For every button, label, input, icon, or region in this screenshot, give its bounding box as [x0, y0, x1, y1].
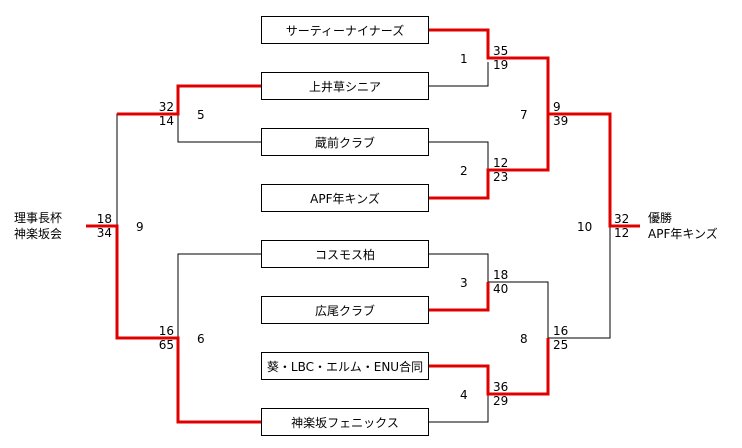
- champion-label: 優勝: [648, 211, 673, 225]
- score-top: 9: [553, 100, 561, 114]
- score-top: 18: [96, 212, 112, 226]
- game-number: 2: [460, 164, 468, 178]
- score-bottom: 65: [158, 338, 174, 352]
- game-number: 1: [460, 52, 468, 66]
- team-box-1: サーティーナイナーズ: [261, 16, 429, 44]
- score-bottom: 40: [493, 282, 509, 296]
- team-box-6: 広尾クラブ: [261, 296, 429, 324]
- score-bottom: 23: [493, 170, 509, 184]
- team-name: 上井草シニア: [308, 79, 381, 94]
- team-name: サーティーナイナーズ: [285, 23, 405, 38]
- game-number: 4: [460, 388, 468, 402]
- left-final-line2: 神楽坂会: [14, 227, 63, 241]
- team-box-7: 葵・LBC・エルム・ENU合同: [261, 352, 429, 380]
- score-top: 36: [493, 380, 509, 394]
- score-top: 35: [493, 44, 509, 58]
- game-number: 6: [197, 332, 205, 346]
- score-bottom: 14: [158, 114, 174, 128]
- score-top: 12: [493, 156, 509, 170]
- score-bottom: 29: [493, 394, 509, 408]
- team-name: APF年キンズ: [310, 191, 380, 206]
- team-name: 広尾クラブ: [314, 303, 375, 318]
- score-top: 18: [493, 268, 509, 282]
- team-name: 蔵前クラブ: [314, 135, 375, 150]
- team-name: コスモス柏: [314, 247, 375, 262]
- score-top: 16: [553, 324, 569, 338]
- score-bottom: 34: [96, 226, 112, 240]
- team-name: 葵・LBC・エルム・ENU合同: [266, 359, 424, 374]
- team-box-3: 蔵前クラブ: [261, 128, 429, 156]
- score-bottom: 12: [614, 226, 630, 240]
- game-number: 8: [520, 332, 528, 346]
- score-bottom: 39: [553, 114, 569, 128]
- team-box-8: 神楽坂フェニックス: [261, 408, 429, 436]
- score-bottom: 19: [493, 58, 509, 72]
- score-top: 32: [614, 212, 630, 226]
- left-final-line1: 理事長杯: [14, 211, 63, 225]
- team-name: 神楽坂フェニックス: [291, 415, 399, 430]
- team-box-5: コスモス柏: [261, 240, 429, 268]
- team-box-4: APF年キンズ: [261, 184, 429, 212]
- score-top: 32: [158, 100, 174, 114]
- game-number: 3: [460, 276, 468, 290]
- team-box-2: 上井草シニア: [261, 72, 429, 100]
- score-top: 16: [158, 324, 174, 338]
- game-number: 9: [136, 220, 144, 234]
- game-number: 7: [520, 108, 528, 122]
- score-bottom: 25: [553, 338, 569, 352]
- game-number: 10: [577, 220, 593, 234]
- game-number: 5: [197, 108, 205, 122]
- champion-team: APF年キンズ: [648, 227, 718, 241]
